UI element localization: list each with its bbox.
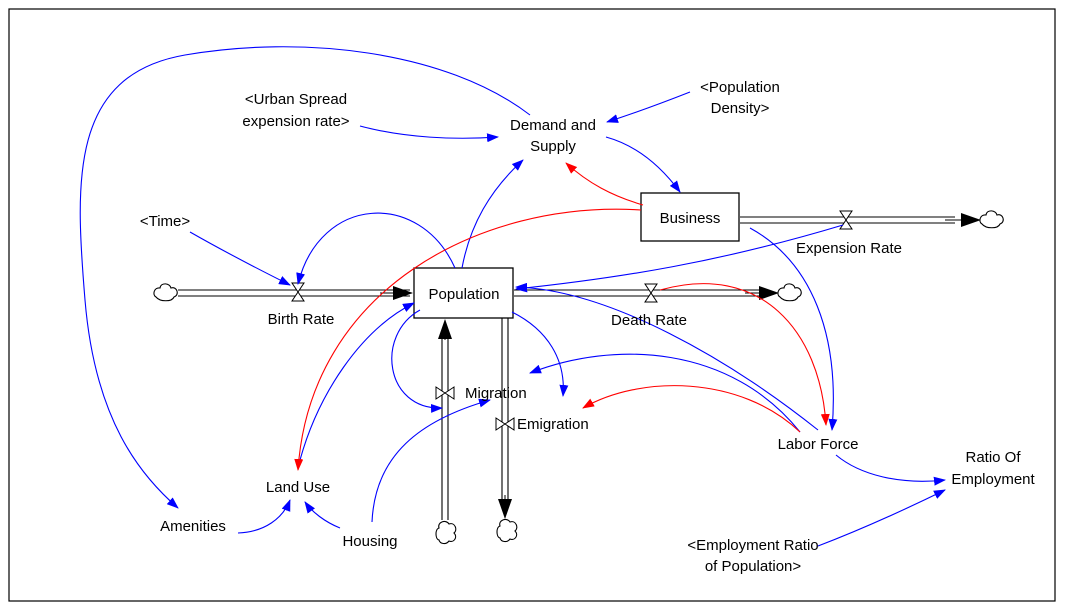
shadow-urban-spread-line1[interactable]: <Urban Spread [245, 91, 347, 108]
cloud-icon [496, 518, 518, 543]
flow-expension-rate-label[interactable]: Expension Rate [796, 240, 902, 257]
cloud-icon [435, 520, 457, 545]
source-sink-clouds [153, 210, 1004, 545]
var-ratio-of-employment-line1[interactable]: Ratio Of [965, 449, 1021, 466]
diagram-frame [8, 8, 1056, 602]
flow-migration-label[interactable]: Migration [465, 385, 527, 402]
valve-icon [495, 417, 515, 431]
shadow-employment-ratio-line1[interactable]: <Employment Ratio [687, 537, 818, 554]
flow-pipes [178, 213, 981, 520]
cloud-icon [777, 283, 802, 302]
cloud-icon [979, 210, 1004, 229]
valve-icon [839, 210, 853, 230]
var-land-use[interactable]: Land Use [266, 479, 330, 496]
positive-links [79, 46, 946, 547]
stock-business[interactable]: Business [640, 192, 740, 242]
shadow-population-density-line1[interactable]: <Population [700, 79, 780, 96]
var-demand-supply-line1[interactable]: Demand and [510, 117, 596, 134]
stock-population[interactable]: Population [413, 267, 514, 319]
var-housing[interactable]: Housing [342, 533, 397, 550]
shadow-population-density-line2[interactable]: Density> [711, 100, 770, 117]
negative-links [294, 162, 830, 471]
valve-icon [291, 282, 305, 302]
valve-icon [644, 283, 658, 303]
shadow-employment-ratio-line2[interactable]: of Population> [705, 558, 802, 575]
var-ratio-of-employment-line2[interactable]: Employment [951, 471, 1035, 488]
valve-icon [435, 386, 455, 400]
flow-emigration-label[interactable]: Emigration [517, 416, 589, 433]
shadow-urban-spread-line2[interactable]: expension rate> [242, 113, 349, 130]
flow-death-rate-label[interactable]: Death Rate [611, 312, 687, 329]
flow-valves [291, 210, 853, 431]
stock-population-label: Population [429, 286, 500, 303]
var-amenities[interactable]: Amenities [160, 518, 226, 535]
var-labor-force[interactable]: Labor Force [778, 436, 859, 453]
stock-business-label: Business [660, 210, 721, 227]
var-demand-supply-line2[interactable]: Supply [530, 138, 576, 155]
flow-birth-rate-label[interactable]: Birth Rate [268, 311, 335, 328]
cloud-icon [153, 283, 178, 302]
shadow-time[interactable]: <Time> [140, 213, 191, 230]
